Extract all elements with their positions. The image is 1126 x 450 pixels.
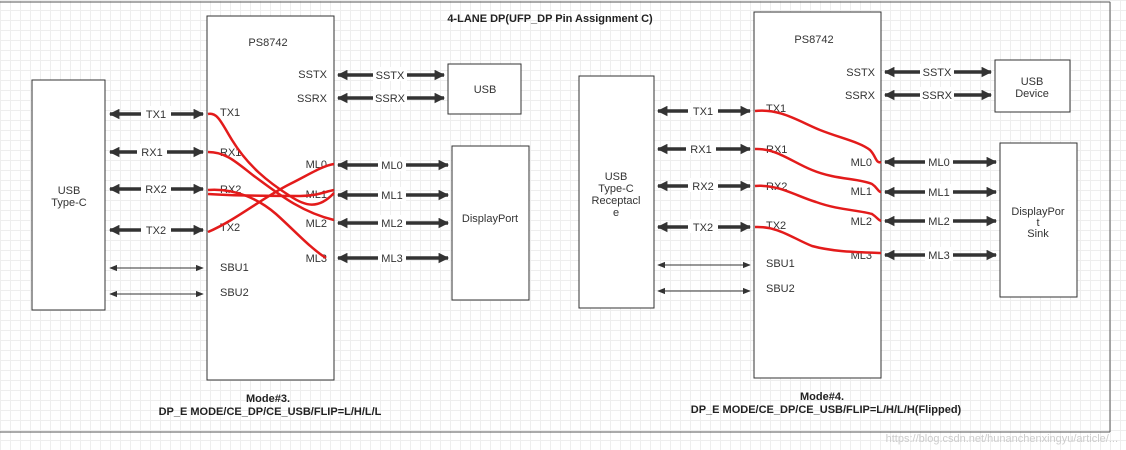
right-usb-label-1: USB bbox=[1021, 76, 1044, 88]
right-pin-ml1: ML1 bbox=[851, 186, 872, 198]
left-pin-ml3: ML3 bbox=[306, 253, 327, 265]
left-pin-sbu1: SBU1 bbox=[220, 262, 249, 274]
left-usbc-label-2: Type-C bbox=[51, 197, 87, 209]
right-trace-tx2-ml3 bbox=[754, 225, 882, 255]
left-arrow-label-ssrx: SSRX bbox=[375, 93, 406, 105]
left-trace-rx1-ml2 bbox=[207, 150, 335, 222]
left-arrow-label-ml2: ML2 bbox=[381, 218, 402, 230]
right-pin-ssrx: SSRX bbox=[845, 90, 876, 102]
left-arrow-label-ml0: ML0 bbox=[381, 160, 402, 172]
right-usbc-label-2: Type-C bbox=[598, 183, 634, 195]
right-usbc-box bbox=[578, 75, 655, 309]
right-dp-box bbox=[999, 142, 1078, 298]
left-usb-label: USB bbox=[474, 84, 497, 96]
right-arrow-label-sstx: SSTX bbox=[923, 67, 952, 79]
left-mode-title: Mode#3. bbox=[246, 393, 290, 405]
left-arrow-label-sstx: SSTX bbox=[376, 70, 405, 82]
left-pin-ssrx: SSRX bbox=[297, 93, 328, 105]
left-trace-rx2-ml1b bbox=[207, 188, 335, 198]
right-trace-rx1-ml1 bbox=[754, 147, 882, 194]
left-chip-label: PS8742 bbox=[248, 37, 287, 49]
left-dp-box bbox=[451, 145, 530, 301]
left-pin-tx2: TX2 bbox=[220, 222, 240, 234]
left-arrow-label-rx1: RX1 bbox=[141, 147, 162, 159]
right-usb-box bbox=[994, 59, 1071, 113]
right-arrow-label-rx1: RX1 bbox=[690, 144, 711, 156]
right-usb-label-2: Device bbox=[1015, 88, 1049, 100]
right-dp-label-3: Sink bbox=[1027, 228, 1049, 240]
right-chip-box bbox=[753, 11, 882, 379]
right-arrow-label-tx1: TX1 bbox=[693, 106, 713, 118]
right-usbc-label-1: USB bbox=[605, 171, 628, 183]
left-arrow-label-tx2: TX2 bbox=[146, 225, 166, 237]
right-arrow-label-ml2: ML2 bbox=[928, 216, 949, 228]
left-usbc-box bbox=[31, 79, 106, 311]
left-dp-label: DisplayPort bbox=[462, 213, 518, 225]
right-pin-ml0: ML0 bbox=[851, 157, 872, 169]
right-dp-label-1: DisplayPor bbox=[1011, 206, 1065, 218]
right-pin-rx1: RX1 bbox=[766, 144, 787, 156]
right-arrow-label-rx2: RX2 bbox=[692, 181, 713, 193]
left-arrow-label-rx2: RX2 bbox=[145, 184, 166, 196]
right-trace-tx1-ml0 bbox=[754, 109, 882, 164]
left-trace-rx2-ml3 bbox=[207, 188, 327, 260]
right-pin-sstx: SSTX bbox=[846, 67, 875, 79]
left-trace-tx2-ml0 bbox=[207, 162, 335, 234]
right-pin-ml2: ML2 bbox=[851, 216, 872, 228]
watermark: https://blog.csdn.net/hunanchenxingyu/ar… bbox=[886, 433, 1118, 445]
left-trace-tx1-ml1 bbox=[207, 112, 335, 206]
right-mode-title: Mode#4. bbox=[800, 391, 844, 403]
right-pin-sbu1: SBU1 bbox=[766, 258, 795, 270]
left-pin-sbu2: SBU2 bbox=[220, 287, 249, 299]
left-arrow-label-ml3: ML3 bbox=[381, 253, 402, 265]
left-pin-ml2: ML2 bbox=[306, 218, 327, 230]
right-diagram: USB Type-C Receptacl e PS8742 USB Device… bbox=[578, 11, 1078, 416]
right-arrow-label-ml3: ML3 bbox=[928, 250, 949, 262]
left-pin-tx1: TX1 bbox=[220, 107, 240, 119]
right-mode-desc: DP_E MODE/CE_DP/CE_USB/FLIP=L/H/L/H(Flip… bbox=[691, 404, 962, 416]
left-pin-sstx: SSTX bbox=[298, 69, 327, 81]
left-arrow-label-ml1: ML1 bbox=[381, 190, 402, 202]
right-usbc-label-3: Receptacl bbox=[592, 195, 641, 207]
right-arrow-label-ssrx: SSRX bbox=[922, 90, 953, 102]
left-mode-desc: DP_E MODE/CE_DP/CE_USB/FLIP=L/H/L/L bbox=[159, 406, 382, 418]
right-dp-label-2: t bbox=[1036, 217, 1039, 229]
right-pin-sbu2: SBU2 bbox=[766, 283, 795, 295]
left-chip-box bbox=[206, 15, 335, 381]
right-chip-label: PS8742 bbox=[794, 34, 833, 46]
right-usbc-label-4: e bbox=[613, 207, 619, 219]
left-diagram: USB Type-C PS8742 USB DisplayPort TX1 RX… bbox=[31, 15, 530, 418]
right-arrow-label-ml0: ML0 bbox=[928, 157, 949, 169]
right-arrow-label-tx2: TX2 bbox=[693, 222, 713, 234]
right-arrow-label-ml1: ML1 bbox=[928, 187, 949, 199]
left-arrow-label-tx1: TX1 bbox=[146, 109, 166, 121]
left-usb-box bbox=[447, 63, 522, 115]
right-trace-rx2-ml2 bbox=[754, 184, 882, 223]
diagram-title: 4-LANE DP(UFP_DP Pin Assignment C) bbox=[447, 13, 653, 25]
left-usbc-label-1: USB bbox=[58, 185, 81, 197]
